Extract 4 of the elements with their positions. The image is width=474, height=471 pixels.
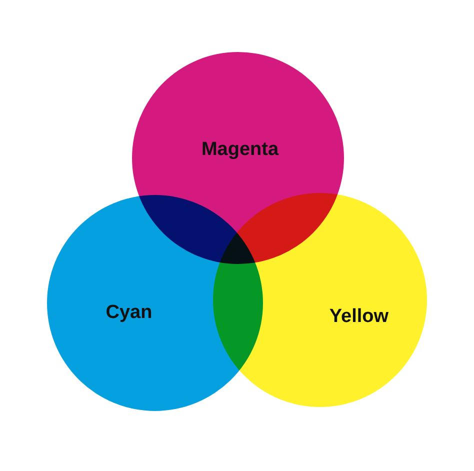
circle-label: Magenta <box>201 139 279 161</box>
circle-label: Yellow <box>329 306 389 328</box>
venn-circle <box>213 193 427 407</box>
circle-label: Cyan <box>106 302 152 324</box>
